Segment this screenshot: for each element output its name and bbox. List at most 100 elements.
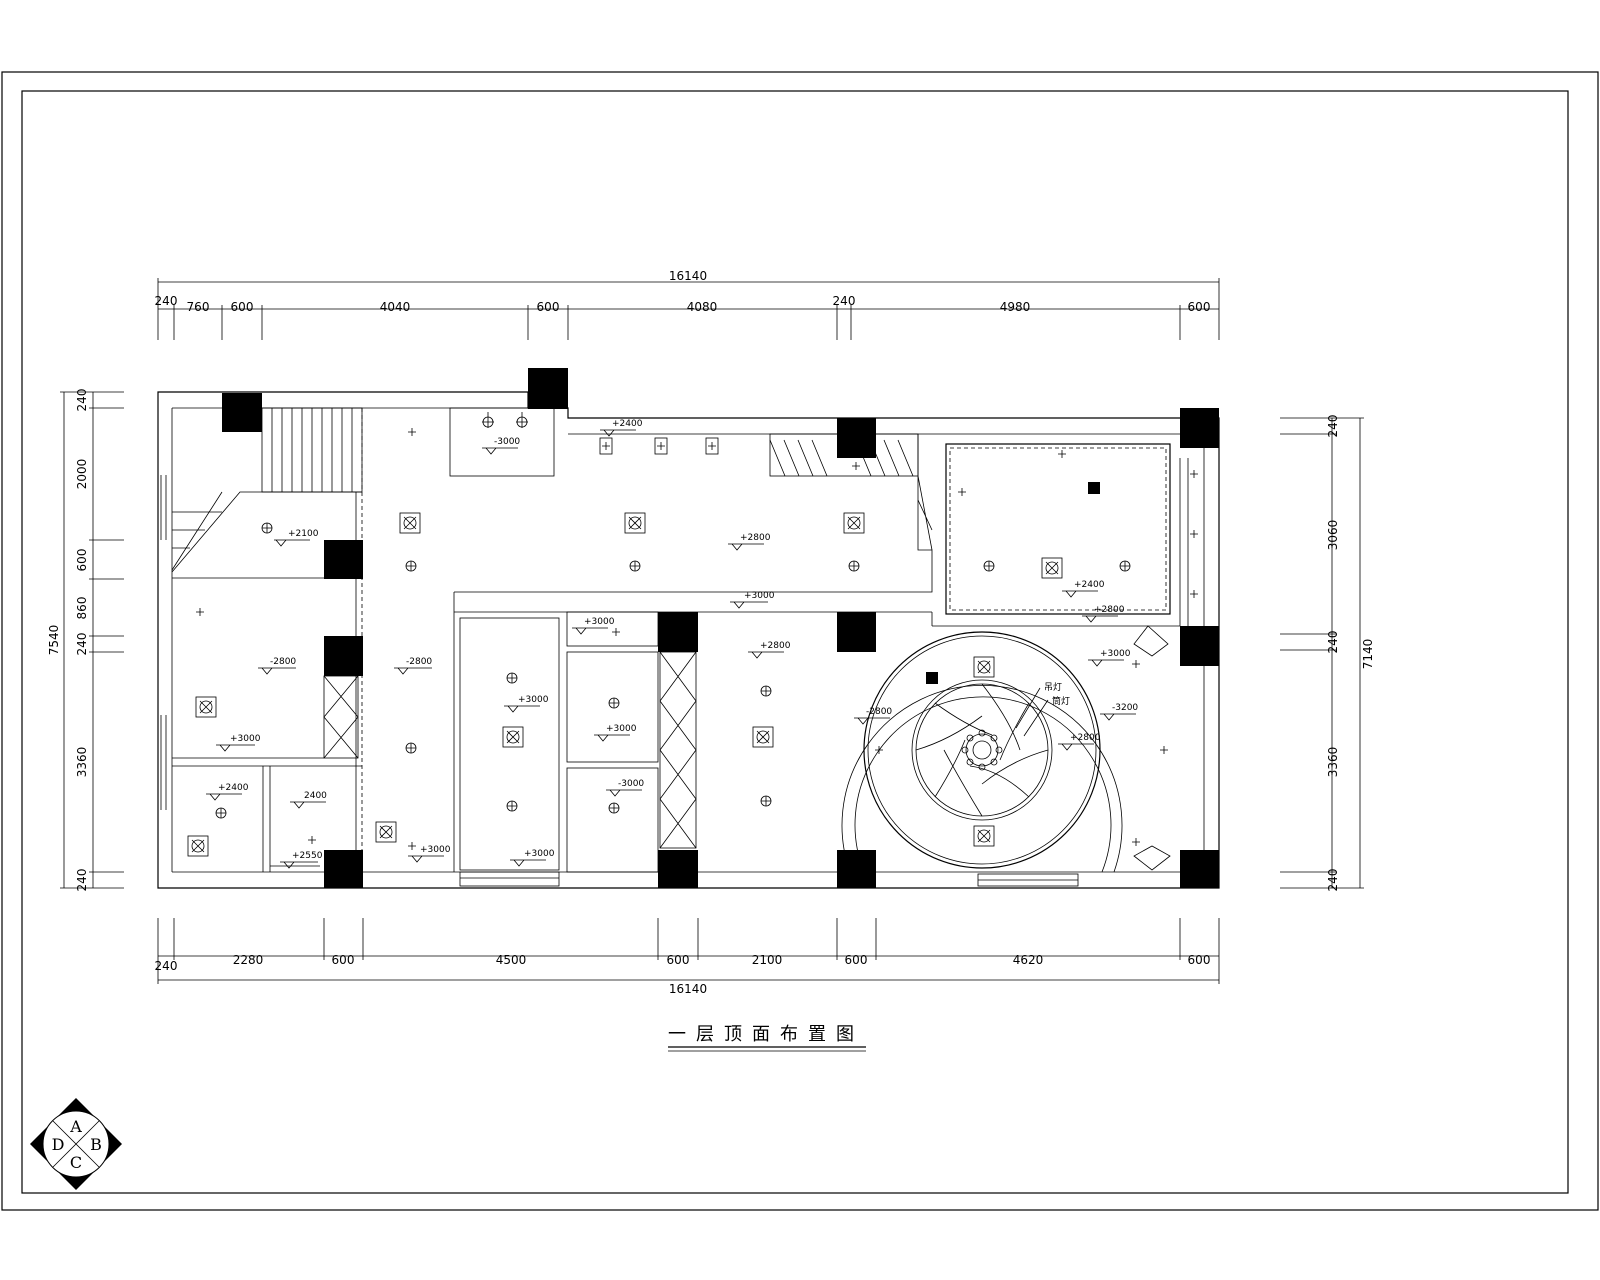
logo-letter-d: D (52, 1135, 65, 1154)
drawing-title: 一层顶面布置图 (668, 1024, 864, 1045)
grille-light (195, 696, 217, 718)
right-total-dim: 7140 (1361, 639, 1375, 670)
column (324, 540, 363, 579)
bottom-dim-8: 4620 (1013, 953, 1044, 967)
downlights (215, 522, 1131, 819)
top-dim-6: 4080 (687, 300, 718, 314)
grille-light (624, 512, 646, 534)
level-tag: +3000 (744, 591, 775, 601)
bottom-dim-7: 600 (845, 953, 868, 967)
left-dimension-chain: 7540 240 2000 600 860 240 3360 240 (47, 389, 124, 892)
column (324, 636, 363, 676)
top-dim-1: 240 (155, 294, 178, 308)
grille-light (973, 825, 995, 847)
bottom-dim-3: 600 (332, 953, 355, 967)
level-tag: +2400 (612, 419, 643, 429)
left-dim-6: 3360 (75, 747, 89, 778)
level-tag: +3000 (420, 845, 451, 855)
column (658, 850, 698, 888)
level-tag: +2550 (292, 851, 323, 861)
bottom-dim-5: 600 (667, 953, 690, 967)
logo-letter-b: B (90, 1135, 102, 1154)
grille-light (502, 726, 524, 748)
right-dimension-chain: 7140 240 3060 240 3360 240 (1280, 415, 1375, 892)
top-dim-2: 760 (187, 300, 210, 314)
column (837, 612, 876, 652)
level-tag: 2400 (304, 791, 327, 801)
bottom-dim-1: 240 (155, 959, 178, 973)
right-dim-3: 240 (1326, 631, 1340, 654)
bottom-total-dim: 16140 (669, 982, 707, 996)
level-tag: -3200 (1112, 703, 1138, 713)
bottom-dim-9: 600 (1188, 953, 1211, 967)
grille-light (1041, 557, 1063, 579)
right-dim-1: 240 (1326, 415, 1340, 438)
structural-columns (222, 368, 1219, 888)
grille-light (973, 656, 995, 678)
top-dimension-chain: 16140 240 760 600 4040 600 4080 240 4980… (155, 269, 1220, 340)
top-dim-7: 240 (833, 294, 856, 308)
top-total-dim: 16140 (669, 269, 707, 283)
level-tag: -3000 (494, 437, 520, 447)
level-tag: +2400 (218, 783, 249, 793)
bottom-dim-2: 2280 (233, 953, 264, 967)
top-dim-8: 4980 (1000, 300, 1031, 314)
grille-light (752, 726, 774, 748)
column (658, 612, 698, 652)
level-tag: +3000 (518, 695, 549, 705)
top-dim-5: 600 (537, 300, 560, 314)
top-dim-9: 600 (1188, 300, 1211, 314)
bottom-dim-4: 4500 (496, 953, 527, 967)
grille-light (187, 835, 209, 857)
right-dim-4: 3360 (1326, 747, 1340, 778)
logo-letter-c: C (70, 1153, 82, 1172)
exhaust-fan-icon (926, 672, 938, 684)
right-dim-5: 240 (1326, 869, 1340, 892)
left-dim-7: 240 (75, 869, 89, 892)
left-dim-5: 240 (75, 633, 89, 656)
column (222, 393, 262, 432)
right-dim-2: 3060 (1326, 520, 1340, 551)
level-tag: +3000 (524, 849, 555, 859)
bottom-dim-6: 2100 (752, 953, 783, 967)
level-tag: +3000 (230, 734, 261, 744)
level-tag: -2800 (866, 707, 892, 717)
level-tag: +2800 (1070, 733, 1101, 743)
track-lights (482, 412, 719, 455)
column (528, 368, 568, 409)
light-fixtures (187, 412, 1198, 857)
chandelier-label: 吊灯 (1044, 682, 1062, 693)
column (1180, 626, 1219, 666)
column (837, 850, 876, 888)
level-tag: +2800 (740, 533, 771, 543)
bottom-dimension-chain: 240 2280 600 4500 600 2100 600 4620 600 … (155, 918, 1220, 996)
outer-frame (1, 71, 1599, 1211)
level-tag: +3000 (584, 617, 615, 627)
level-tag: -2800 (270, 657, 296, 667)
left-dim-1: 240 (75, 389, 89, 412)
top-dim-4: 4040 (380, 300, 411, 314)
grille-light (843, 512, 865, 534)
spotlights (196, 428, 1198, 850)
column (324, 850, 363, 888)
level-tag: +2800 (760, 641, 791, 651)
logo-letter-a: A (69, 1117, 82, 1136)
level-tag: +3000 (606, 724, 637, 734)
level-tag: +3000 (1100, 649, 1131, 659)
column (1180, 408, 1219, 448)
column (1180, 850, 1219, 888)
level-tag: +2800 (1094, 605, 1125, 615)
grille-light (375, 821, 397, 843)
exhaust-fan-icon (1088, 482, 1100, 494)
level-tag: -2800 (406, 657, 432, 667)
left-dim-3: 600 (75, 549, 89, 572)
left-total-dim: 7540 (47, 625, 61, 656)
round-ceiling-feature: 吊灯 筒灯 (841, 625, 1171, 873)
inner-frame (21, 90, 1569, 1194)
column (837, 418, 876, 458)
left-dim-4: 860 (75, 597, 89, 620)
level-tag: -3000 (618, 779, 644, 789)
top-dim-3: 600 (231, 300, 254, 314)
grille-light (399, 512, 421, 534)
